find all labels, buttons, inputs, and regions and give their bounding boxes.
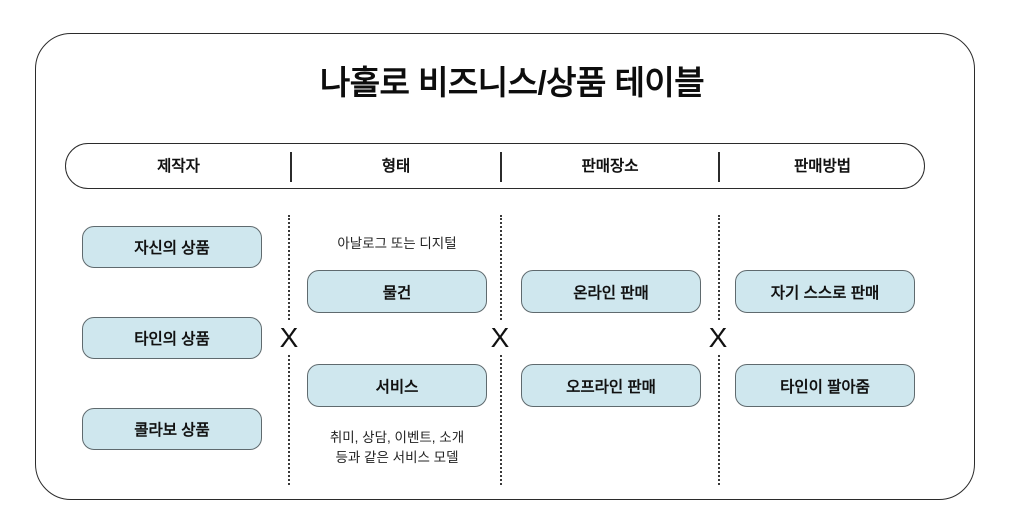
header-divider-2 (500, 152, 502, 182)
column-header-maker: 제작자 (157, 158, 200, 175)
option-box-self-sales[interactable]: 자기 스스로 판매 (735, 270, 915, 313)
diagram-title: 나홀로 비즈니스/상품 테이블 (319, 64, 705, 101)
option-box-online-sales[interactable]: 온라인 판매 (521, 270, 701, 313)
caption-service-examples-line1: 취미, 상담, 이벤트, 소개 (329, 430, 465, 445)
caption-analog-or-digital: 아날로그 또는 디지털 (337, 236, 457, 251)
option-box-third-party-sales[interactable]: 타인이 팔아줌 (735, 364, 915, 407)
column-header-bar: 제작자 형태 판매장소 판매방법 (65, 143, 925, 189)
column-separator-1-bottom (288, 355, 290, 485)
header-divider-3 (718, 152, 720, 182)
column-separator-2-top (500, 215, 502, 320)
option-box-offline-sales[interactable]: 오프라인 판매 (521, 364, 701, 407)
column-separator-1-top (288, 215, 290, 320)
option-box-collab-product[interactable]: 콜라보 상품 (82, 408, 262, 450)
option-box-own-product[interactable]: 자신의 상품 (82, 226, 262, 268)
column-header-sales-place: 판매장소 (581, 158, 639, 175)
header-divider-1 (290, 152, 292, 182)
option-box-others-product[interactable]: 타인의 상품 (82, 317, 262, 359)
caption-service-examples-line2: 등과 같은 서비스 모델 (335, 450, 459, 465)
multiply-operator-1-icon: X (279, 322, 299, 353)
caption-service-examples: 취미, 상담, 이벤트, 소개 등과 같은 서비스 모델 (292, 428, 502, 468)
column-separator-2-bottom (500, 355, 502, 485)
multiply-operator-3-icon: X (708, 322, 728, 353)
column-header-sales-method: 판매방법 (793, 158, 852, 175)
option-box-service[interactable]: 서비스 (307, 364, 487, 407)
multiply-operator-2-icon: X (490, 322, 510, 353)
option-box-goods[interactable]: 물건 (307, 270, 487, 313)
column-separator-3-top (718, 215, 720, 320)
column-header-form: 형태 (381, 158, 411, 175)
column-separator-3-bottom (718, 355, 720, 485)
